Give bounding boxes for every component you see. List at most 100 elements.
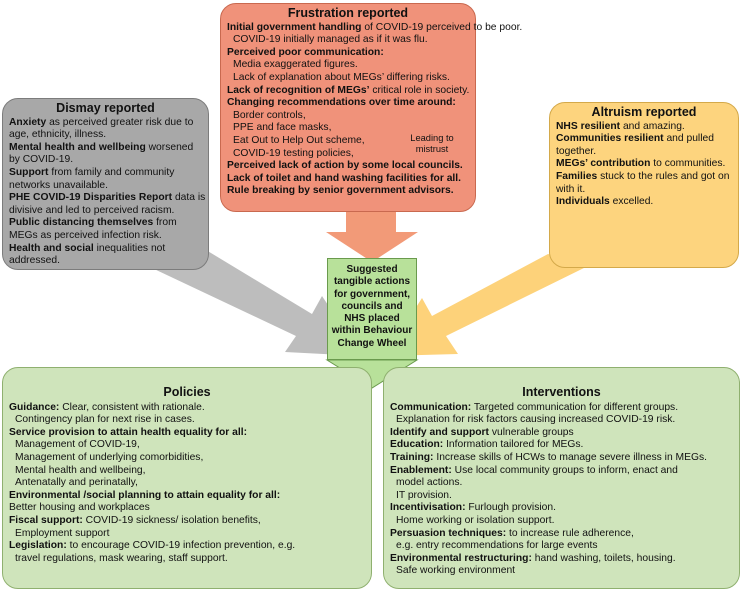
text-line: Employment support: [9, 528, 365, 541]
line-text: networks unavailable.: [9, 179, 109, 191]
line-text: COVID-19 initially managed as if it was …: [233, 34, 428, 46]
text-line: Border controls,: [227, 110, 469, 123]
text-line: Communication: Targeted communication fo…: [390, 402, 733, 415]
interventions-title: Interventions: [522, 385, 601, 399]
text-line: COVID-19 initially managed as if it was …: [227, 34, 469, 47]
line-text: Management of underlying comorbidities,: [15, 451, 204, 463]
text-line: Education: Information tailored for MEGs…: [390, 439, 733, 452]
text-line: Better housing and workplaces: [9, 502, 365, 515]
center-box: Suggested tangible actions for governmen…: [327, 258, 417, 360]
text-line: Rule breaking by senior government advis…: [227, 185, 469, 198]
bold-term: MEGs’ contribution: [556, 158, 651, 170]
line-text: PPE and face masks,: [233, 122, 332, 134]
bold-term: Rule breaking by senior government advis…: [227, 185, 454, 197]
line-text: of COVID-19 perceived to be poor.: [361, 21, 523, 33]
text-line: Eat Out to Help Out scheme,: [227, 135, 469, 148]
policies-lines: Guidance: Clear, consistent with rationa…: [9, 402, 365, 566]
bold-term: Communication:: [390, 401, 472, 413]
line-text: addressed.: [9, 255, 60, 267]
line-text: COVID-19 testing policies,: [233, 147, 354, 159]
line-text: Home working or isolation support.: [396, 514, 555, 526]
dismay-box: Dismay reported Anxiety as perceived gre…: [2, 98, 209, 270]
text-line: Safe working environment: [390, 565, 733, 578]
text-line: Public distancing themselves from: [9, 217, 202, 230]
text-line: Lack of toilet and hand washing faciliti…: [227, 173, 469, 186]
text-line: with it.: [556, 184, 732, 197]
line-text: Safe working environment: [396, 565, 516, 577]
text-line: Individuals excelled.: [556, 196, 732, 209]
bold-term: Communities resilient: [556, 133, 664, 145]
text-line: Health and social inequalities not: [9, 243, 202, 256]
text-line: Initial government handling of COVID-19 …: [227, 22, 522, 35]
line-text: to encourage COVID-19 infection preventi…: [66, 540, 296, 552]
text-line: Environmental restructuring: hand washin…: [390, 553, 733, 566]
text-line: Explanation for risk factors causing inc…: [390, 414, 733, 427]
line-text: together.: [556, 145, 597, 157]
text-line: age, ethnicity, illness.: [9, 129, 202, 142]
line-text: Use local community groups to inform, en…: [451, 464, 678, 476]
bold-term: Public distancing themselves: [9, 217, 154, 229]
line-text: Eat Out to Help Out scheme,: [233, 134, 365, 146]
text-line: Management of underlying comorbidities,: [9, 452, 365, 465]
altruism-arrow: [385, 254, 588, 356]
dismay-title: Dismay reported: [56, 101, 155, 115]
bold-term: Mental health and wellbeing: [9, 141, 146, 153]
line-text: vulnerable groups: [488, 426, 574, 438]
bold-term: Perceived lack of action by some local c…: [227, 160, 463, 172]
text-line: Service provision to attain health equal…: [9, 427, 365, 440]
policies-box: Policies Guidance: Clear, consistent wit…: [2, 367, 372, 589]
bold-term: Changing recommendations over time aroun…: [227, 97, 456, 109]
text-line: by COVID-19.: [9, 154, 202, 167]
line-text: stuck to the rules and got on: [597, 170, 730, 182]
line-text: Furlough provision.: [465, 502, 556, 514]
text-line: Incentivisation: Furlough provision.: [390, 502, 733, 515]
text-line: Lack of explanation about MEGs’ differin…: [227, 72, 469, 85]
line-text: to communities.: [650, 158, 726, 170]
line-text: IT provision.: [396, 489, 452, 501]
text-line: Changing recommendations over time aroun…: [227, 97, 469, 110]
text-line: Enablement: Use local community groups t…: [390, 465, 733, 478]
text-line: Fiscal support: COVID-19 sickness/ isola…: [9, 515, 365, 528]
altruism-lines: NHS resilient and amazing.Communities re…: [556, 121, 732, 209]
bold-term: Support: [9, 166, 49, 178]
line-text: and amazing.: [620, 120, 685, 132]
line-text: Targeted communication for different gro…: [471, 401, 679, 413]
line-text: Information tailored for MEGs.: [443, 439, 584, 451]
line-text: with it.: [556, 183, 586, 195]
altruism-box: Altruism reported NHS resilient and amaz…: [549, 102, 739, 268]
interventions-lines: Communication: Targeted communication fo…: [390, 402, 733, 578]
line-text: Media exaggerated figures.: [233, 59, 358, 71]
text-line: Identify and support vulnerable groups: [390, 427, 733, 440]
line-text: by COVID-19.: [9, 154, 74, 166]
text-line: Families stuck to the rules and got on: [556, 171, 732, 184]
bold-term: Environmental /social planning to attain…: [9, 489, 281, 501]
text-line: Lack of recognition of MEGs’ critical ro…: [227, 85, 469, 98]
line-text: e.g. entry recommendations for large eve…: [396, 540, 598, 552]
line-text: travel regulations, mask wearing, staff …: [15, 552, 228, 564]
text-line: MEGs’ contribution to communities.: [556, 158, 732, 171]
text-line: Legislation: to encourage COVID-19 infec…: [9, 540, 365, 553]
dismay-arrow: [152, 250, 362, 356]
line-text: Contingency plan for next rise in cases.: [15, 414, 195, 426]
text-line: Guidance: Clear, consistent with rationa…: [9, 402, 365, 415]
bold-term: Individuals: [556, 196, 610, 208]
bold-term: NHS resilient: [556, 120, 621, 132]
bold-term: Service provision to attain health equal…: [9, 426, 248, 438]
line-text: excelled.: [609, 196, 654, 208]
line-text: Border controls,: [233, 109, 306, 121]
text-line: PHE COVID-19 Disparities Report data is: [9, 192, 205, 205]
line-text: as perceived greater risk due to: [46, 116, 194, 128]
altruism-title: Altruism reported: [591, 105, 697, 119]
bold-term: Families: [556, 170, 598, 182]
text-line: Media exaggerated figures.: [227, 59, 469, 72]
bold-term: Identify and support: [390, 426, 489, 438]
bold-term: Perceived poor communication:: [227, 46, 384, 58]
policies-title: Policies: [163, 385, 211, 399]
bold-term: Education:: [390, 439, 444, 451]
line-text: Increase skills of HCWs to manage severe…: [433, 451, 708, 463]
bold-term: Incentivisation:: [390, 502, 466, 514]
text-line: PPE and face masks,: [227, 122, 469, 135]
line-text: model actions.: [396, 477, 463, 489]
text-line: Mental health and wellbeing worsened: [9, 142, 202, 155]
text-line: e.g. entry recommendations for large eve…: [390, 540, 733, 553]
